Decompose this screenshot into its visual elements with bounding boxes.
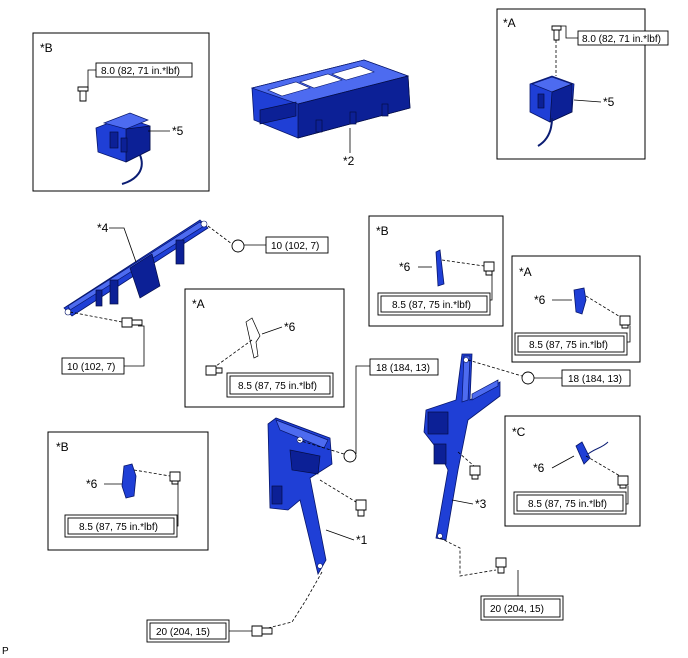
bolt-icon <box>121 317 143 328</box>
bolt-icon <box>169 471 181 485</box>
part-label-6-b-middle: *6 <box>399 260 411 274</box>
part-label-6-b-lower: *6 <box>86 477 98 491</box>
bracket-part-3 <box>423 353 501 541</box>
view-label-b-lower: *B <box>56 440 69 454</box>
duct-part-2 <box>250 59 411 139</box>
detail-frame-a-top: *A 8.0 (82, 71 in.*lbf) *5 <box>496 8 669 160</box>
torque-label-18-center: 18 (184, 13) <box>376 363 430 374</box>
nut-icon <box>231 239 245 253</box>
bolt-icon <box>551 25 562 41</box>
torque-label-10-lower: 10 (102, 7) <box>67 362 115 373</box>
torque-label-20-left: 20 (204, 15) <box>156 627 210 638</box>
torque-label-8-5-a-center: 8.5 (87, 75 in.*lbf) <box>238 381 317 392</box>
torque-box-18-center <box>369 358 439 376</box>
view-label-a-top: *A <box>503 16 516 30</box>
part-label-3: *3 <box>475 497 487 511</box>
view-label-b-middle: *B <box>376 224 389 238</box>
part-label-1: *1 <box>356 533 368 547</box>
nut-icon <box>343 449 357 463</box>
detail-frame-c: *C *6 8.5 (87, 75 in.*lbf) <box>504 415 641 527</box>
module-part-5-view-b <box>95 112 151 185</box>
detail-frame-b-top: *B 8.0 (82, 71 in.*lbf) *5 <box>32 32 210 192</box>
torque-label-8-5-b-lower: 8.5 (87, 75 in.*lbf) <box>79 522 158 533</box>
detail-frame-b-middle: *B *6 8.5 (87, 75 in.*lbf) <box>368 215 504 327</box>
bracket-part-4 <box>63 219 209 317</box>
part-label-5-a: *5 <box>603 95 615 109</box>
view-label-c: *C <box>512 425 526 439</box>
bolt-icon <box>483 261 495 276</box>
part-label-4: *4 <box>97 221 109 235</box>
torque-box-10-lower <box>61 357 125 375</box>
torque-label-8-0-a: 8.0 (82, 71 in.*lbf) <box>582 34 661 45</box>
torque-label-8-5-b-middle: 8.5 (87, 75 in.*lbf) <box>392 300 471 311</box>
torque-label-8-5-a-middle: 8.5 (87, 75 in.*lbf) <box>529 340 608 351</box>
part-label-2: *2 <box>343 154 355 168</box>
bolt-icon <box>205 365 223 376</box>
detail-frame-a-middle: *A *6 8.5 (87, 75 in.*lbf) <box>511 255 641 363</box>
bolt-icon <box>251 625 273 637</box>
clip-part-6-view-b-lower <box>121 463 137 499</box>
torque-box-10-upper <box>265 236 329 254</box>
clip-part-6-view-a-center <box>245 317 261 359</box>
bolt-icon <box>355 499 367 517</box>
clip-part-6-view-a <box>573 287 587 315</box>
illustration-code: P <box>2 646 9 657</box>
bolt-icon <box>77 86 89 102</box>
torque-label-20-right: 20 (204, 15) <box>490 604 544 615</box>
bolt-icon <box>469 465 481 480</box>
bolt-icon <box>617 475 629 489</box>
view-label-b-top: *B <box>40 41 53 55</box>
bolt-icon <box>495 557 507 574</box>
bolt-icon <box>619 315 631 329</box>
part-label-6-c: *6 <box>533 461 545 475</box>
part-label-6-a-center: *6 <box>284 320 296 334</box>
view-label-a-middle: *A <box>519 265 532 279</box>
clip-part-6-view-c <box>575 441 609 465</box>
detail-frame-b-lower: *B *6 8.5 (87, 75 in.*lbf) <box>47 431 209 551</box>
torque-label-8-5-c: 8.5 (87, 75 in.*lbf) <box>528 499 607 510</box>
detail-frame-a-center: *A *6 8.5 (87, 75 in.*lbf) <box>184 288 345 408</box>
torque-box-18-right <box>561 369 631 387</box>
nut-icon <box>521 371 535 385</box>
module-part-5-view-a <box>529 75 575 147</box>
torque-label-10-upper: 10 (102, 7) <box>271 241 319 252</box>
clip-part-6-view-b <box>435 249 445 287</box>
torque-label-18-right: 18 (184, 13) <box>568 374 622 385</box>
view-label-a-center: *A <box>192 297 205 311</box>
bracket-part-1 <box>267 417 333 576</box>
torque-label-8-0-b: 8.0 (82, 71 in.*lbf) <box>101 66 180 77</box>
part-label-5-b: *5 <box>172 124 184 138</box>
part-label-6-a-middle: *6 <box>534 293 546 307</box>
